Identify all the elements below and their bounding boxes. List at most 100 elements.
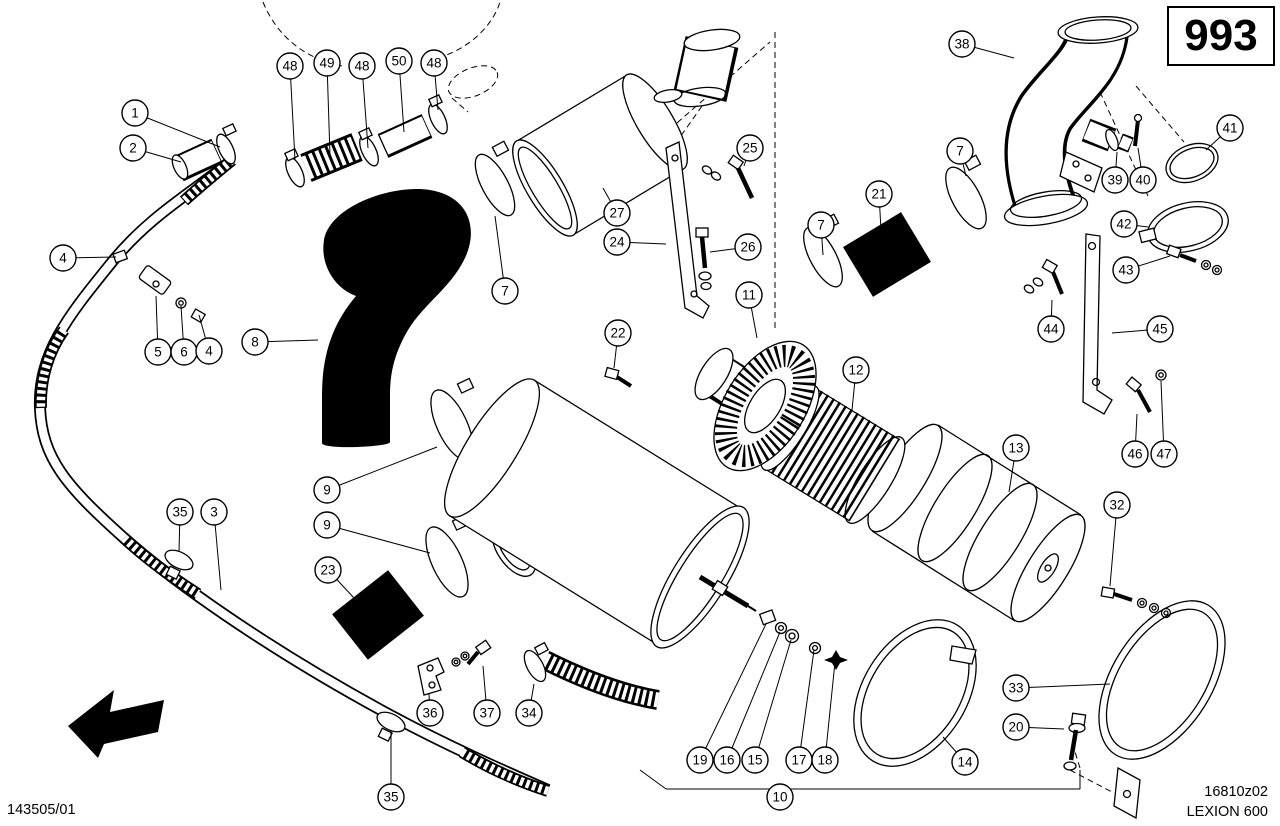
callout-42[interactable]: 42 (1110, 210, 1149, 238)
callout-49[interactable]: 49 (313, 49, 341, 157)
callout-balloon[interactable] (603, 228, 631, 256)
callout-19[interactable]: 19 (686, 623, 767, 774)
callout-7[interactable]: 7 (946, 137, 974, 177)
callout-balloon[interactable] (491, 277, 519, 305)
callout-41[interactable]: 41 (1205, 114, 1244, 151)
callout-27[interactable]: 27 (602, 187, 631, 227)
callout-18[interactable]: 18 (811, 661, 839, 774)
callout-36[interactable]: 36 (416, 693, 444, 727)
callout-balloon[interactable] (49, 244, 77, 272)
callout-balloon[interactable] (121, 99, 149, 127)
callout-9[interactable]: 9 (313, 511, 431, 554)
callout-35[interactable]: 35 (166, 498, 194, 553)
callout-22[interactable]: 22 (604, 319, 632, 369)
callout-50[interactable]: 50 (385, 47, 413, 133)
callout-balloon[interactable] (736, 134, 764, 162)
callout-26[interactable]: 26 (709, 233, 762, 261)
callout-38[interactable]: 38 (948, 30, 1015, 59)
callout-balloon[interactable] (1146, 315, 1174, 343)
callout-1[interactable]: 1 (121, 99, 221, 148)
callout-balloon[interactable] (166, 498, 194, 526)
callout-balloon[interactable] (348, 52, 376, 80)
callout-balloon[interactable] (811, 746, 839, 774)
callout-balloon[interactable] (119, 134, 147, 162)
callout-balloon[interactable] (1112, 256, 1140, 284)
callout-5[interactable]: 5 (144, 295, 172, 366)
callout-13[interactable]: 13 (1002, 434, 1030, 493)
callout-balloon[interactable] (1002, 434, 1030, 462)
callout-46[interactable]: 46 (1121, 413, 1149, 468)
callout-24[interactable]: 24 (603, 228, 667, 256)
callout-balloon[interactable] (200, 498, 228, 526)
callout-balloon[interactable] (1121, 440, 1149, 468)
callout-balloon[interactable] (276, 52, 304, 80)
callout-14[interactable]: 14 (942, 736, 979, 776)
callout-balloon[interactable] (416, 699, 444, 727)
callout-balloon[interactable] (734, 233, 762, 261)
callout-43[interactable]: 43 (1112, 255, 1171, 284)
callout-balloon[interactable] (420, 49, 448, 77)
callout-balloon[interactable] (946, 137, 974, 165)
callout-25[interactable]: 25 (736, 134, 764, 167)
callout-17[interactable]: 17 (785, 649, 815, 774)
callout-48[interactable]: 48 (420, 49, 448, 111)
callout-9[interactable]: 9 (313, 446, 438, 504)
callout-balloon[interactable] (741, 746, 769, 774)
callout-15[interactable]: 15 (741, 639, 792, 774)
callout-10[interactable]: 10 (766, 783, 794, 811)
callout-balloon[interactable] (1002, 674, 1030, 702)
callout-balloon[interactable] (1002, 713, 1030, 741)
callout-balloon[interactable] (377, 783, 405, 811)
callout-3[interactable]: 3 (200, 498, 228, 591)
callout-7[interactable]: 7 (807, 211, 835, 256)
callout-45[interactable]: 45 (1111, 315, 1174, 343)
callout-balloon[interactable] (713, 746, 741, 774)
callout-balloon[interactable] (1037, 315, 1065, 343)
callout-balloon[interactable] (951, 748, 979, 776)
callout-11[interactable]: 11 (735, 281, 763, 339)
callout-33[interactable]: 33 (1002, 674, 1111, 702)
callout-40[interactable]: 40 (1129, 147, 1157, 194)
callout-35[interactable]: 35 (377, 731, 405, 811)
callout-37[interactable]: 37 (473, 665, 501, 727)
callout-balloon[interactable] (1103, 491, 1131, 519)
callout-balloon[interactable] (686, 746, 714, 774)
callout-balloon[interactable] (473, 699, 501, 727)
callout-48[interactable]: 48 (348, 52, 376, 149)
callout-balloon[interactable] (1129, 166, 1157, 194)
callout-20[interactable]: 20 (1002, 713, 1065, 741)
callout-balloon[interactable] (314, 556, 342, 584)
callout-8[interactable]: 8 (241, 328, 319, 356)
callout-32[interactable]: 32 (1103, 491, 1131, 587)
callout-4[interactable]: 4 (49, 244, 117, 272)
callout-2[interactable]: 2 (119, 134, 182, 163)
callout-4[interactable]: 4 (195, 314, 223, 365)
callout-7[interactable]: 7 (491, 215, 519, 305)
callout-balloon[interactable] (313, 476, 341, 504)
callout-34[interactable]: 34 (515, 683, 543, 727)
callout-21[interactable]: 21 (865, 180, 893, 231)
callout-16[interactable]: 16 (713, 631, 781, 774)
callout-23[interactable]: 23 (314, 556, 355, 599)
callout-47[interactable]: 47 (1150, 380, 1178, 468)
callout-balloon[interactable] (241, 328, 269, 356)
callout-balloon[interactable] (807, 211, 835, 239)
callout-balloon[interactable] (735, 281, 763, 309)
callout-balloon[interactable] (948, 30, 976, 58)
callout-balloon[interactable] (313, 511, 341, 539)
callout-balloon[interactable] (604, 319, 632, 347)
callout-balloon[interactable] (1110, 210, 1138, 238)
callout-balloon[interactable] (1216, 114, 1244, 142)
callout-balloon[interactable] (385, 47, 413, 75)
callout-balloon[interactable] (195, 337, 223, 365)
callout-balloon[interactable] (515, 699, 543, 727)
callout-balloon[interactable] (865, 180, 893, 208)
callout-12[interactable]: 12 (842, 356, 870, 411)
callout-balloon[interactable] (603, 199, 631, 227)
callout-48[interactable]: 48 (276, 52, 304, 161)
callout-balloon[interactable] (313, 49, 341, 77)
callout-44[interactable]: 44 (1037, 299, 1065, 343)
callout-balloon[interactable] (842, 356, 870, 384)
callout-balloon[interactable] (1101, 166, 1129, 194)
callout-balloon[interactable] (766, 783, 794, 811)
